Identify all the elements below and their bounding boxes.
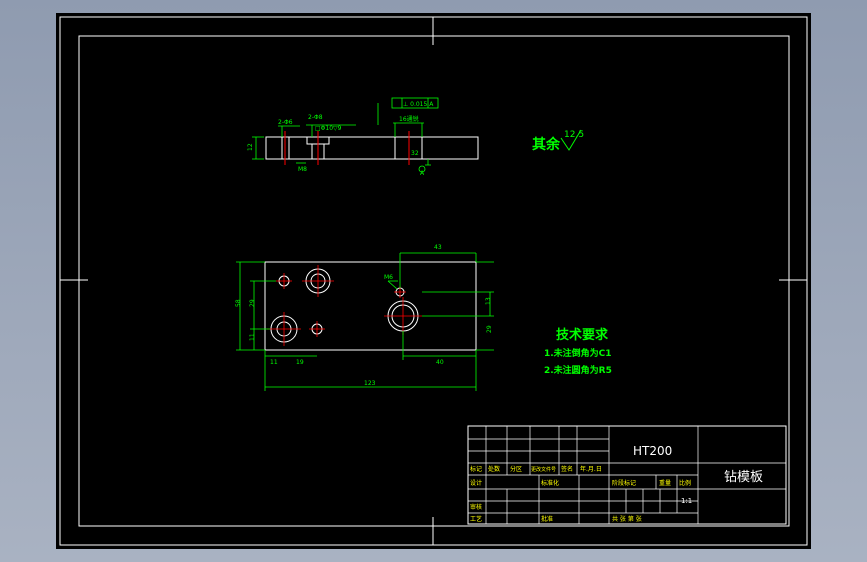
- side-m8-dim: M8: [298, 166, 307, 173]
- tb-label-change-doc: 更改文件号: [531, 466, 556, 473]
- roughness-symbol-icon: [560, 129, 582, 151]
- inner-border: [78, 35, 790, 527]
- dim-top-43: 43: [434, 244, 442, 251]
- tb-label-sign: 签名: [561, 465, 573, 473]
- top-view: 43 M6 13 29 58 29 11 11 19 40 123: [235, 244, 494, 391]
- dim-right-13: 13: [485, 297, 492, 305]
- side-pin-holes-dim: 2-Φ8: [308, 114, 323, 121]
- side-depth-dim: 32: [411, 150, 419, 157]
- tb-label-review: 审核: [470, 503, 482, 511]
- side-counterbore-dim: □Φ10▽9: [315, 125, 342, 132]
- outer-border: [59, 16, 808, 546]
- tb-label-process: 工艺: [470, 515, 482, 523]
- tb-label-count: 处数: [488, 465, 500, 473]
- tb-material: HT200: [633, 444, 672, 458]
- side-datum-label: A: [420, 170, 425, 177]
- title-block: 标记 处数 分区 更改文件号 签名 年.月.日 设计 标准化 审核 工艺 批准 …: [467, 425, 787, 525]
- technical-requirements: 技术要求 1.未注倒角为C1 2.未注圆角为R5: [544, 327, 612, 376]
- tb-scale-value: 1:1: [681, 497, 692, 505]
- dim-bottom-19: 19: [296, 359, 304, 366]
- drawing-canvas[interactable]: 12 2-Φ6 2-Φ8 □Φ10▽9 M8 16通锐 32 ⊥ 0.015 A…: [56, 13, 811, 549]
- tb-label-zone: 分区: [510, 465, 522, 473]
- side-bore-dim: 16通锐: [399, 115, 419, 123]
- dim-total-123: 123: [364, 380, 376, 387]
- tb-label-mark: 标记: [470, 465, 482, 473]
- dim-bottom-40: 40: [436, 359, 444, 366]
- tb-label-design: 设计: [470, 479, 482, 487]
- dim-left-11: 11: [249, 333, 256, 341]
- surface-note-label: 其余: [532, 136, 561, 153]
- side-view-outline: [265, 136, 479, 160]
- drawing-viewport[interactable]: 12 2-Φ6 2-Φ8 □Φ10▽9 M8 16通锐 32 ⊥ 0.015 A…: [56, 13, 811, 549]
- side-holes-small-dim: 2-Φ6: [278, 119, 293, 126]
- dim-left-29: 29: [249, 299, 256, 307]
- tech-req-title: 技术要求: [556, 327, 609, 343]
- tech-req-item-1: 1.未注倒角为C1: [544, 347, 612, 359]
- tb-label-standardize: 标准化: [541, 479, 559, 487]
- tech-req-item-2: 2.未注圆角为R5: [544, 364, 612, 376]
- tb-label-approve: 批准: [541, 515, 553, 523]
- side-thickness-dim: 12: [247, 143, 254, 151]
- side-view: 12 2-Φ6 2-Φ8 □Φ10▽9 M8 16通锐 32 ⊥ 0.015 A…: [247, 97, 479, 177]
- dim-right-29: 29: [486, 325, 493, 333]
- tb-label-scale: 比例: [679, 479, 691, 487]
- dim-m6: M6: [384, 274, 393, 281]
- surface-roughness-value: 12.5: [564, 130, 584, 140]
- tb-part-name: 钻模板: [724, 470, 763, 485]
- side-center-lines: [284, 131, 410, 165]
- dim-bottom-11: 11: [270, 359, 278, 366]
- tb-label-sheets: 共 张 第 张: [612, 515, 642, 523]
- tb-label-stage-mark: 阶段标记: [612, 479, 636, 487]
- side-tolerance-frame: ⊥ 0.015 A: [403, 101, 434, 108]
- top-view-outline: [264, 261, 477, 351]
- tb-label-date: 年.月.日: [580, 465, 602, 473]
- surface-roughness-note: 其余 12.5: [532, 129, 584, 153]
- dim-left-58: 58: [235, 299, 242, 307]
- centering-marks: [60, 17, 807, 545]
- tb-label-weight: 重量: [659, 479, 671, 487]
